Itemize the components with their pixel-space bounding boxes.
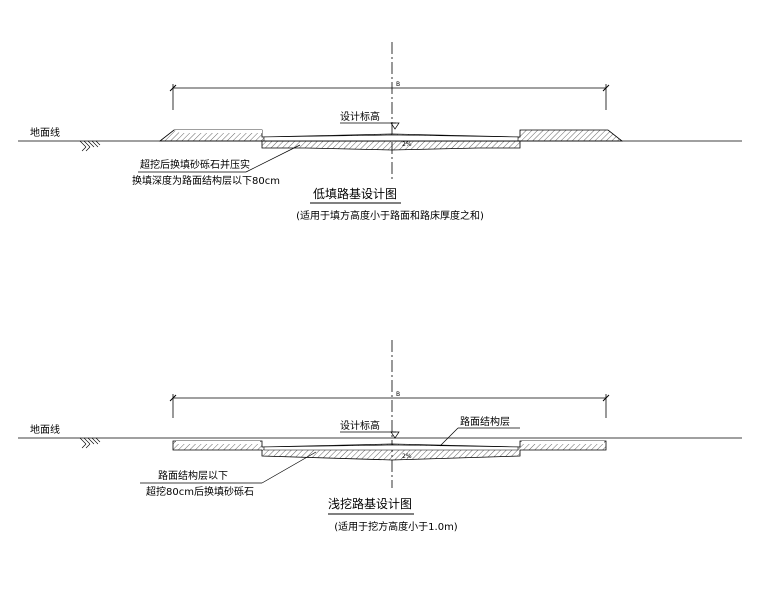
width-dimension-2: B	[169, 391, 610, 418]
note-leader-1	[245, 144, 301, 173]
ground-label-1: 地面线	[30, 126, 60, 139]
design-elevation-label-2: 设计标高	[340, 419, 380, 432]
width-dimension-1: B	[169, 81, 610, 110]
title-1: 低填路基设计图	[313, 186, 397, 201]
pavement-leader-2	[439, 427, 459, 447]
low-fill-subgrade-diagram: B 地面线 设计标高 2% 超挖后换填砂砾石并压实	[18, 42, 742, 222]
width-label-1: B	[396, 81, 400, 88]
title-2: 浅挖路基设计图	[328, 496, 412, 511]
note-leader-2	[261, 451, 317, 484]
cut-section-2	[172, 440, 607, 461]
note-2-line1: 路面结构层以下	[158, 469, 228, 482]
note-2-line2: 超挖80cm后换填砂砾石	[146, 485, 254, 498]
note-1-line2: 换填深度为路面结构层以下80cm	[132, 174, 280, 187]
ground-label-2: 地面线	[30, 423, 60, 436]
design-elevation-label-1: 设计标高	[340, 110, 380, 123]
slope-label-2: 2%	[402, 453, 412, 460]
ground-symbol-2	[79, 437, 101, 449]
width-label-2: B	[396, 391, 400, 398]
note-1-line1: 超挖后换填砂砾石并压实	[140, 158, 250, 171]
ground-symbol-1	[79, 140, 101, 152]
pavement-label-2: 路面结构层	[460, 415, 510, 428]
subtitle-1: (适用于填方高度小于路面和路床厚度之和)	[296, 209, 484, 222]
slope-label-1: 2%	[402, 141, 412, 148]
design-elevation-1: 设计标高 2%	[340, 110, 412, 148]
embankment-1	[158, 129, 624, 151]
design-elevation-2: 设计标高 2%	[340, 419, 412, 460]
subtitle-2: (适用于挖方高度小于1.0m)	[334, 520, 458, 533]
shallow-cut-subgrade-diagram: B 地面线 设计标高 2% 路面结构层 路面结构层以	[18, 340, 742, 533]
